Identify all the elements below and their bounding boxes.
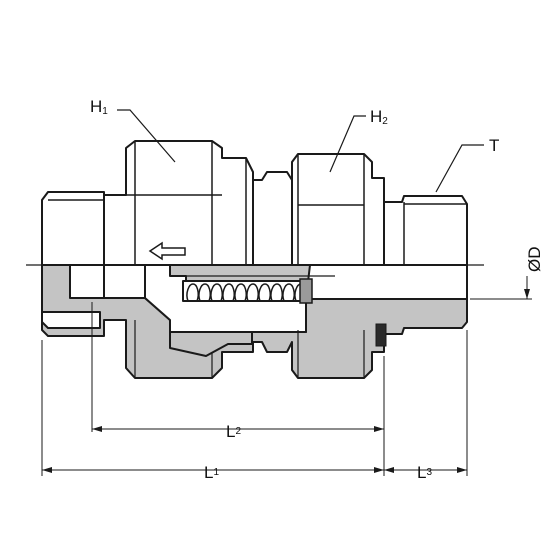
h1-hex-nut — [103, 140, 254, 266]
arrow-left-icon — [148, 241, 186, 261]
left-thread-end — [41, 191, 105, 266]
label-l3: L3 — [417, 463, 432, 482]
left-bore — [69, 264, 105, 299]
leader-lines — [117, 109, 484, 193]
label-l2: L2 — [226, 422, 241, 441]
label-h1: H1 — [90, 97, 108, 117]
body-shoulder — [252, 171, 293, 266]
o-ring-seal — [375, 323, 387, 347]
dimension-l3 — [384, 467, 467, 473]
right-bore — [305, 264, 468, 300]
label-t: T — [489, 136, 499, 155]
section-detail-lines — [134, 275, 365, 378]
h2-hex-nut — [291, 153, 385, 266]
left-chamfer — [41, 311, 101, 329]
right-thread-end — [383, 195, 468, 266]
leader-t — [435, 144, 484, 193]
dimension-l2 — [92, 426, 384, 432]
leader-h1 — [117, 109, 176, 163]
hex-flat-lines — [48, 141, 467, 265]
internal-sleeve — [169, 331, 253, 357]
poppet-head — [299, 278, 313, 304]
fitting-section — [41, 264, 468, 379]
label-l1: L1 — [204, 463, 219, 482]
label-h2: H2 — [370, 107, 388, 127]
dimension-l1 — [42, 467, 384, 473]
dimension-od — [524, 276, 530, 299]
extension-lines — [41, 298, 532, 476]
leader-h2 — [329, 115, 366, 173]
label-od: ØD — [525, 247, 544, 273]
